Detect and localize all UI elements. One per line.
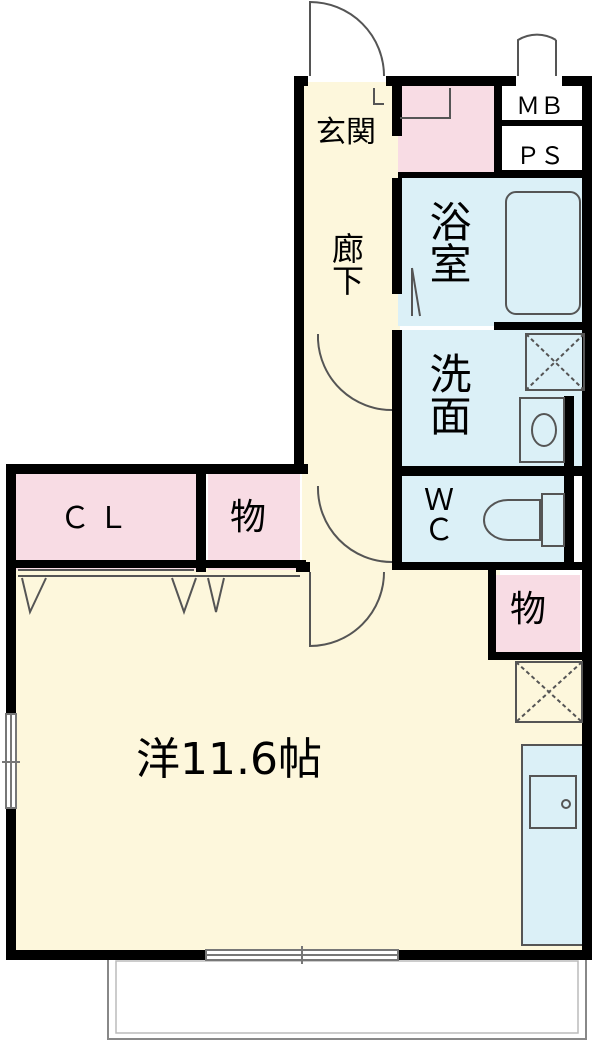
western-room-label: 洋11.6帖	[136, 734, 322, 785]
pipe-space-label: ＰＳ	[516, 142, 564, 170]
toilet-label: ＷＣ	[418, 484, 453, 544]
balcony-inner	[115, 960, 579, 1034]
storage-right-label: 物	[510, 589, 547, 630]
washing-machine-space	[525, 333, 585, 391]
washbasin	[519, 397, 565, 463]
hallway-floor	[302, 82, 400, 570]
western-room-floor	[12, 568, 500, 953]
shoe-storage-floor	[398, 84, 496, 174]
toilet-fixture	[483, 499, 541, 541]
washroom-label: 洗面	[423, 352, 472, 436]
bathtub	[505, 191, 581, 315]
storage-right-floor	[496, 575, 580, 655]
balcony-outline	[107, 954, 587, 1040]
closet-floor	[12, 472, 202, 570]
fixtures	[483, 191, 585, 829]
kitchen-sink	[529, 775, 577, 829]
fridge-space	[515, 661, 583, 723]
doors	[309, 0, 557, 648]
bathroom-label: 浴室	[423, 200, 472, 284]
windows	[2, 713, 399, 964]
entrance-label: 玄関	[316, 115, 376, 150]
bathroom-floor	[398, 178, 588, 326]
hallway-label: 廊下	[327, 232, 365, 296]
closet-label: ＣＬ	[60, 501, 136, 536]
storage-left-label: 物	[230, 497, 267, 538]
room-fills	[12, 82, 588, 953]
storage-left-floor	[208, 472, 300, 570]
interior-walls	[12, 76, 592, 660]
meter-box-label: ＭＢ	[516, 92, 564, 120]
exterior-walls	[6, 76, 592, 960]
closet-doors	[18, 569, 300, 616]
